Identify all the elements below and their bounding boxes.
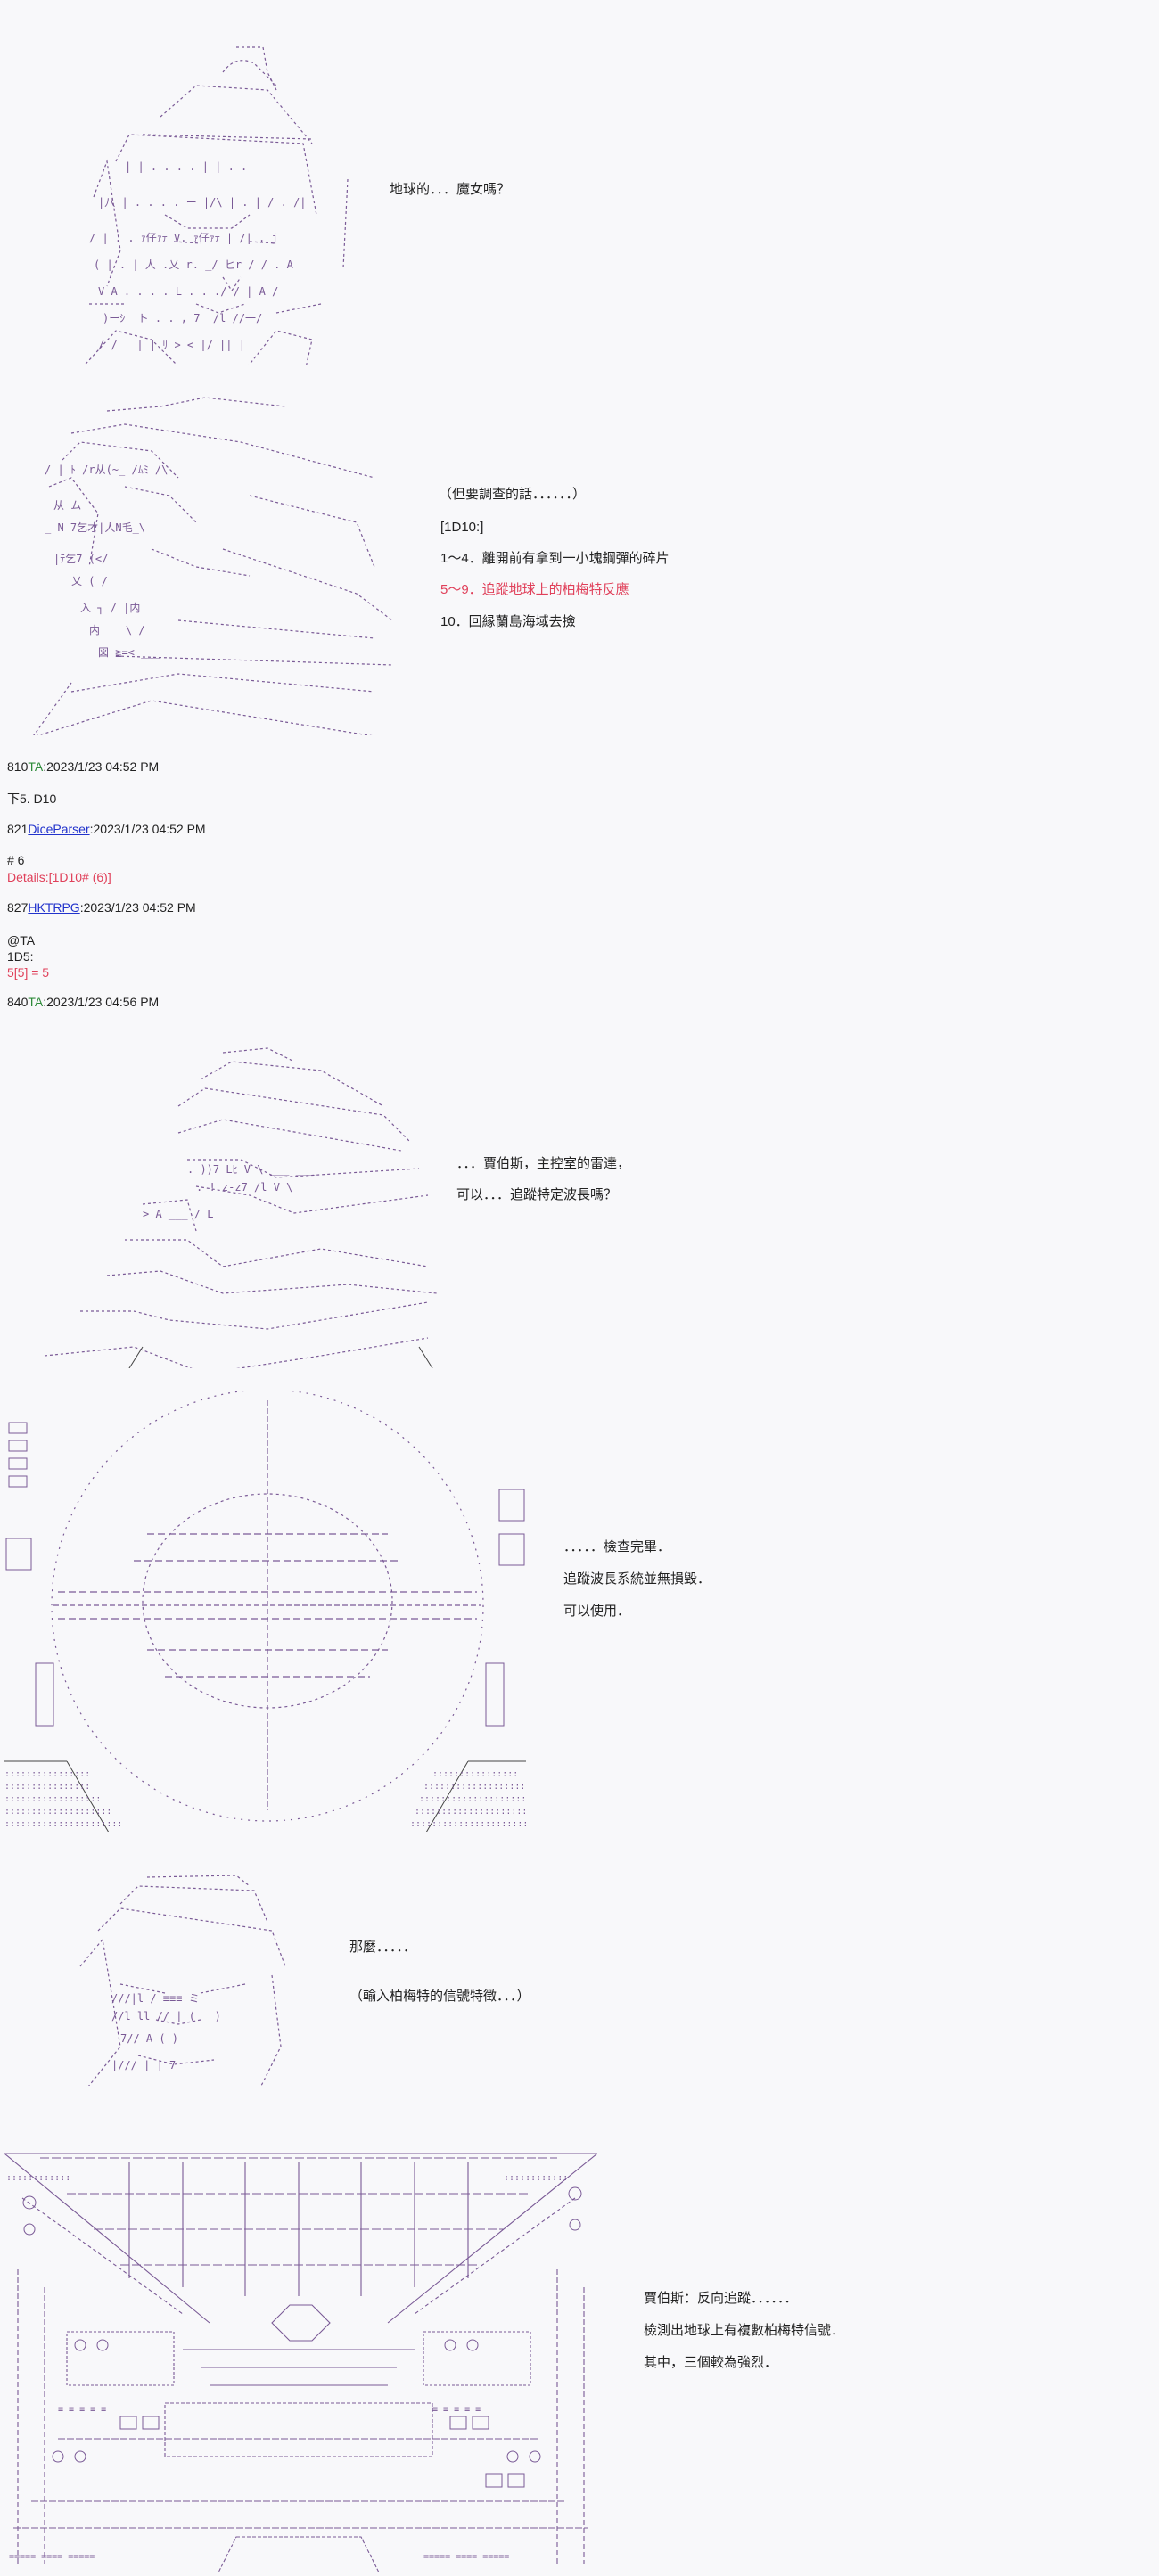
- svg-text:::::::::::::::::::::::: ::::::::::::::::::::::: [4, 1819, 122, 1829]
- svg-text:/ / | | | ﾘ > < |/ || |: / / | | | ﾘ > < |/ || |: [98, 339, 245, 351]
- svg-text:::::::::::::::::::::: ::::::::::::::::::::: [4, 1807, 111, 1817]
- ascii-art-girl-window: . ))7 Lﾋ V \ ___ ___ . ! z-z7 /l V \ > A…: [9, 1021, 530, 1368]
- svg-text:::::::::::::::::: ::::::::::::::::: [432, 1769, 518, 1779]
- ascii-art-girl-seated: / | ﾄ /r从(~_ /ﾑﾐ /\ 从 ム _ N 7乞才|人N毛_\ |ﾃ…: [18, 374, 401, 735]
- panel2-line-1: （但要調查的話．．．．．．）: [439, 487, 587, 502]
- post-number: 821: [7, 822, 29, 836]
- post-827-roll: 1D5:: [7, 949, 34, 964]
- svg-text::::::::::::::::::::::::: :::::::::::::::::::::::: [410, 1819, 526, 1829]
- panel6-line-1: 賈伯斯：反向追蹤．．．．．．: [644, 2291, 798, 2306]
- svg-text::::::::::::::::::::: :::::::::::::::::::: [423, 1782, 525, 1792]
- post-timestamp: :2023/1/23 04:52 PM: [89, 822, 206, 836]
- post-timestamp: :2023/1/23 04:56 PM: [43, 995, 160, 1009]
- svg-text:≡ ≡ ≡ ≡ ≡: ≡ ≡ ≡ ≡ ≡: [432, 2405, 481, 2415]
- control-room-drawing: :::::::::::: :::::::::::: ≡ ≡ ≡ ≡ ≡ ≡ ≡ …: [4, 2153, 597, 2572]
- svg-text:|八 | . . . . ー |/\ |: |八 | . . . . ー |/\ | . | / . /|: [98, 196, 307, 209]
- post-840-header: 840TA:2023/1/23 04:56 PM: [7, 995, 159, 1010]
- svg-text:. ! z-z7 /l V \: . ! z-z7 /l V \: [196, 1181, 292, 1194]
- ascii-art-control-room: :::::::::::: :::::::::::: ≡ ≡ ≡ ≡ ≡ ≡ ≡ …: [4, 2130, 597, 2572]
- svg-text://l ll // | (___): //l ll // | (___): [111, 2010, 221, 2022]
- post-author-link[interactable]: HKTRPG: [28, 900, 80, 915]
- panel4-line-2: 追蹤波長系統並無損毀．: [563, 1571, 711, 1587]
- ascii-art-hooded-girl-drawing: ///|l / ≡≡≡ ミ //l ll // | (___) 7// A ( …: [79, 1875, 286, 2086]
- svg-text:入 ┐ / |内: 入 ┐ / |内: [80, 602, 140, 614]
- post-821-body: # 6: [7, 853, 25, 867]
- post-810-body: 下5. D10: [7, 792, 57, 806]
- panel3-line-2: 可以．．．追蹤特定波長嗎？: [456, 1187, 618, 1202]
- panel4-line-1: ．．．．．檢查完畢．: [563, 1539, 671, 1555]
- svg-text:::::::::::::::::: ::::::::::::::::: [4, 1769, 90, 1779]
- ascii-art-girl-window-drawing: . ))7 Lﾋ V \ ___ ___ . ! z-z7 /l V \ > A…: [44, 1047, 438, 1368]
- svg-text::::::::::::::::::::::: :::::::::::::::::::::: [419, 1794, 526, 1804]
- svg-text:::::::::::::::::::: ::::::::::::::::::: [4, 1794, 101, 1804]
- post-821-details: Details:[1D10# (6)]: [7, 870, 111, 884]
- post-827-result: 5[5] = 5: [7, 965, 50, 980]
- post-821-header: 821DiceParser:2023/1/23 04:52 PM: [7, 822, 206, 837]
- panel5-line-2: （輸入柏梅特的信號特徵．．．）: [349, 1989, 530, 2004]
- svg-text:_ N 7乞才|人N毛_\: _ N 7乞才|人N毛_\: [45, 521, 145, 534]
- svg-text:/ / /| | |___\ |____| \: / / /| | |___\ |____| \: [76, 364, 224, 365]
- post-827-mention: @TA: [7, 933, 36, 948]
- panel2-line-2: [1D10:]: [440, 520, 484, 535]
- svg-text::::::::::::::::::::::::: :::::::::::::::::::::::: [415, 1807, 526, 1817]
- ascii-art-witch-girl-drawing: | | . . . . | | . . |八 | . . . . ー |/\ |…: [76, 46, 349, 365]
- post-number: 810: [7, 759, 29, 774]
- svg-text:/ | . . ｧ仔ｧﾃ V. ｧ仔ｧﾃ |: / | . . ｧ仔ｧﾃ V. ｧ仔ｧﾃ | /| . j: [89, 232, 278, 244]
- post-author: TA: [28, 759, 44, 774]
- svg-text:/ | ﾄ /r从(~_ /ﾑﾐ /\: / | ﾄ /r从(~_ /ﾑﾐ /\: [45, 464, 168, 476]
- svg-text:从 ム: 从 ム: [53, 499, 81, 512]
- post-author: TA: [28, 995, 44, 1009]
- svg-text:|/// | | 7_: |/// | | 7_: [111, 2059, 183, 2071]
- svg-text:| | . . . . | | . .: | | . . . . | | . .: [125, 160, 247, 173]
- svg-text:|ﾃ乞7 (</: |ﾃ乞7 (</: [53, 553, 108, 565]
- post-timestamp: :2023/1/23 04:52 PM: [43, 759, 160, 774]
- svg-text:> A ___ / L: > A ___ / L: [143, 1208, 213, 1220]
- svg-text:===== ==== =====: ===== ==== =====: [423, 2552, 509, 2562]
- svg-text:≡ ≡ ≡ ≡ ≡: ≡ ≡ ≡ ≡ ≡: [58, 2405, 106, 2415]
- post-author-link[interactable]: DiceParser: [28, 822, 90, 836]
- svg-text:::::::::::::::::: ::::::::::::::::: [4, 1782, 90, 1792]
- svg-text:::::::::::::: ::::::::::::: [504, 2173, 568, 2183]
- svg-text:7// A ( ): 7// A ( ): [120, 2032, 178, 2045]
- ascii-art-witch-girl: | | . . . . | | . . |八 | . . . . ー |/\ |…: [9, 22, 383, 365]
- panel6-line-3: 其中，三個較為強烈．: [644, 2355, 778, 2370]
- post-timestamp: :2023/1/23 04:52 PM: [79, 900, 196, 915]
- radar-globe-drawing: :::::::::::::::: :::::::::::::::: ::::::…: [4, 1391, 526, 1832]
- post-number: 840: [7, 995, 29, 1009]
- post-810-header: 810TA:2023/1/23 04:52 PM: [7, 759, 159, 775]
- svg-text:V A . . . . L . . ./: V A . . . . L . . ./ / | A /: [98, 285, 278, 298]
- svg-text:///|l / ≡≡≡ ミ: ///|l / ≡≡≡ ミ: [111, 1992, 200, 2005]
- svg-text:::::::::::::: ::::::::::::: [6, 2173, 70, 2183]
- svg-text:内 ___\ /: 内 ___\ /: [89, 624, 145, 636]
- svg-text:図 ≧=< ___: 図 ≧=< ___: [98, 646, 161, 659]
- panel1-dialogue: 地球的．．．魔女嗎？: [390, 182, 511, 197]
- svg-text:===== ==== =====: ===== ==== =====: [9, 2552, 95, 2562]
- panel2-line-3: 1～4．離開前有拿到一小塊鋼彈的碎片: [440, 551, 670, 566]
- panel3-line-1: ．．．賈伯斯，主控室的雷達，: [456, 1156, 631, 1171]
- panel4-line-3: 可以使用．: [563, 1604, 631, 1619]
- post-number: 827: [7, 900, 29, 915]
- ascii-art-radar-globe: :::::::::::::::: :::::::::::::::: ::::::…: [4, 1377, 526, 1832]
- ascii-art-girl-seated-drawing: / | ﾄ /r从(~_ /ﾑﾐ /\ 从 ム _ N 7乞才|人N毛_\ |ﾃ…: [33, 397, 393, 735]
- ascii-art-hooded-girl: ///|l / ≡≡≡ ミ //l ll // | (___) 7// A ( …: [58, 1854, 308, 2086]
- panel2-line-4: 5～9．追蹤地球上的柏梅特反應: [440, 582, 629, 597]
- post-827-header: 827HKTRPG:2023/1/23 04:52 PM: [7, 900, 196, 915]
- svg-text:乂 ( /: 乂 ( /: [71, 575, 108, 587]
- svg-text:. ))7 Lﾋ V \ ___ ___: . ))7 Lﾋ V \ ___ ___: [187, 1163, 316, 1176]
- panel2-line-5: 10．回縁蘭島海域去撿: [440, 614, 576, 629]
- svg-text:( | . | 人 .乂 r. _/ ヒr /: ( | . | 人 .乂 r. _/ ヒr / / . A: [94, 258, 294, 271]
- svg-text:)ーｼ _ト . . , 7_ /l //一/: )ーｼ _ト . . , 7_ /l //一/: [103, 312, 262, 324]
- panel6-line-2: 檢測出地球上有複數柏梅特信號．: [644, 2323, 845, 2338]
- panel5-line-1: 那麼．．．．．: [349, 1940, 417, 1955]
